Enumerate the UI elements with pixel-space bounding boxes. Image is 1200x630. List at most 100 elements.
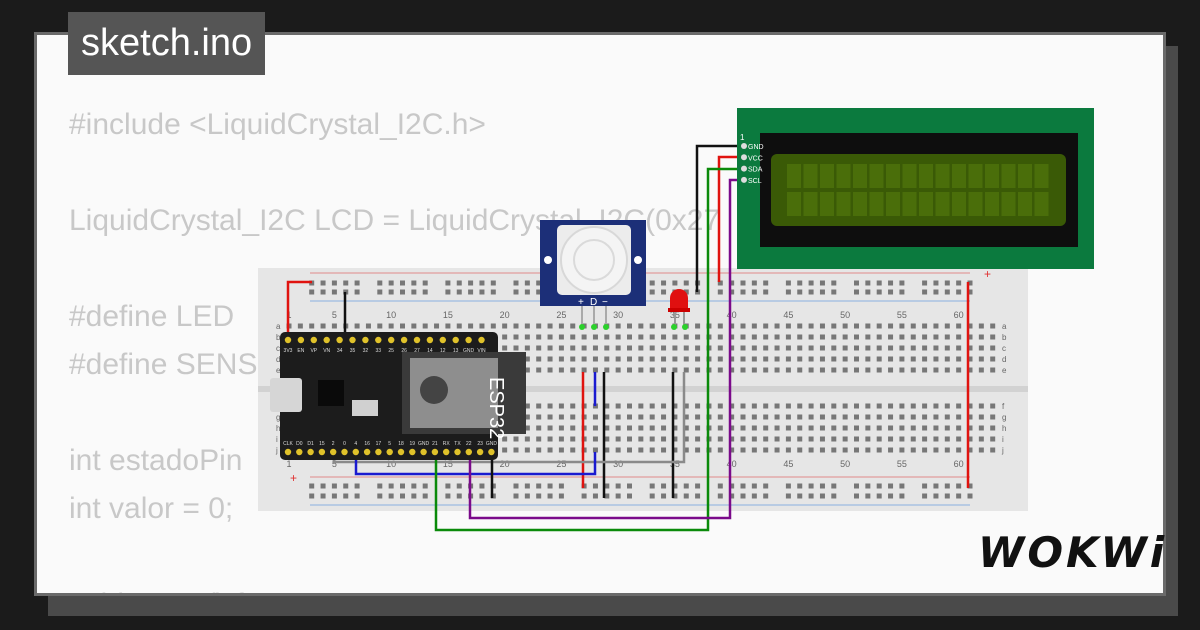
breadboard-hole[interactable] (627, 447, 632, 453)
breadboard-hole[interactable] (695, 403, 701, 409)
breadboard-hole[interactable] (297, 323, 303, 329)
breadboard-hole[interactable] (899, 403, 905, 409)
breadboard-hole[interactable] (592, 425, 598, 431)
breadboard-hole[interactable] (888, 436, 894, 442)
rail-hole[interactable] (831, 483, 837, 489)
breadboard-hole[interactable] (604, 414, 610, 420)
breadboard-hole[interactable] (740, 367, 746, 373)
breadboard-hole[interactable] (842, 414, 848, 420)
rail-hole[interactable] (695, 493, 701, 499)
rail-hole[interactable] (490, 289, 496, 295)
esp32-pin[interactable] (307, 448, 314, 456)
esp32-pin[interactable] (362, 336, 369, 344)
rail-hole[interactable] (592, 483, 598, 489)
breadboard-hole[interactable] (638, 436, 644, 442)
rail-hole[interactable] (740, 493, 746, 499)
breadboard-hole[interactable] (785, 356, 791, 362)
breadboard-hole[interactable] (854, 403, 859, 409)
breadboard-hole[interactable] (899, 323, 905, 329)
breadboard-hole[interactable] (990, 436, 996, 442)
breadboard-hole[interactable] (967, 403, 973, 409)
breadboard-hole[interactable] (661, 425, 667, 431)
breadboard-hole[interactable] (842, 323, 848, 329)
breadboard-hole[interactable] (990, 323, 996, 329)
breadboard-hole[interactable] (910, 414, 916, 420)
breadboard-hole[interactable] (661, 436, 667, 442)
breadboard-hole[interactable] (558, 403, 564, 409)
breadboard-hole[interactable] (865, 334, 871, 340)
breadboard-hole[interactable] (876, 367, 882, 373)
rail-hole[interactable] (479, 280, 485, 286)
rail-hole[interactable] (513, 289, 519, 295)
breadboard-hole[interactable] (842, 356, 848, 362)
rail-hole[interactable] (615, 493, 621, 499)
breadboard-hole[interactable] (774, 356, 780, 362)
breadboard-hole[interactable] (774, 447, 780, 453)
rail-hole[interactable] (661, 280, 667, 286)
breadboard-hole[interactable] (785, 414, 791, 420)
breadboard-hole[interactable] (649, 334, 655, 340)
breadboard-hole[interactable] (831, 447, 837, 453)
breadboard-hole[interactable] (558, 323, 564, 329)
rail-hole[interactable] (649, 289, 655, 295)
esp32-pin[interactable] (478, 336, 485, 344)
breadboard-hole[interactable] (990, 447, 996, 453)
breadboard-hole[interactable] (524, 334, 530, 340)
breadboard-hole[interactable] (695, 425, 701, 431)
breadboard-hole[interactable] (683, 425, 689, 431)
breadboard-hole[interactable] (627, 425, 632, 431)
rail-hole[interactable] (524, 289, 530, 295)
breadboard-hole[interactable] (865, 425, 871, 431)
rail-hole[interactable] (320, 289, 326, 295)
breadboard-hole[interactable] (661, 367, 667, 373)
breadboard-hole[interactable] (683, 356, 689, 362)
breadboard-hole[interactable] (808, 414, 814, 420)
breadboard-hole[interactable] (524, 323, 530, 329)
breadboard-hole[interactable] (536, 414, 542, 420)
breadboard-hole[interactable] (615, 447, 621, 453)
breadboard-hole[interactable] (649, 323, 655, 329)
esp32-pin[interactable] (363, 448, 371, 456)
red-led[interactable] (668, 289, 690, 330)
rail-hole[interactable] (956, 280, 962, 286)
breadboard-hole[interactable] (990, 334, 996, 340)
rail-hole[interactable] (524, 280, 530, 286)
breadboard-hole[interactable] (524, 436, 530, 442)
breadboard-hole[interactable] (944, 425, 950, 431)
rail-hole[interactable] (785, 289, 791, 295)
breadboard-hole[interactable] (774, 334, 780, 340)
breadboard-hole[interactable] (456, 323, 462, 329)
wire-red-3v3[interactable] (286, 280, 312, 340)
breadboard-hole[interactable] (785, 345, 791, 351)
rail-hole[interactable] (729, 289, 735, 295)
breadboard-hole[interactable] (740, 447, 746, 453)
rail-hole[interactable] (331, 493, 337, 499)
breadboard-hole[interactable] (797, 367, 803, 373)
breadboard-hole[interactable] (797, 425, 803, 431)
breadboard-hole[interactable] (785, 323, 791, 329)
breadboard-hole[interactable] (683, 345, 689, 351)
breadboard-hole[interactable] (627, 345, 632, 351)
rail-hole[interactable] (967, 493, 973, 499)
breadboard-hole[interactable] (978, 436, 984, 442)
rail-hole[interactable] (513, 493, 519, 499)
breadboard-hole[interactable] (888, 414, 894, 420)
rail-hole[interactable] (876, 280, 882, 286)
breadboard-hole[interactable] (751, 334, 757, 340)
lcd-pin[interactable] (741, 165, 747, 172)
breadboard-hole[interactable] (933, 345, 939, 351)
rail-hole[interactable] (343, 483, 349, 489)
breadboard-hole[interactable] (819, 414, 825, 420)
esp32-pin[interactable] (420, 448, 427, 456)
breadboard-hole[interactable] (661, 356, 667, 362)
breadboard-hole[interactable] (888, 323, 894, 329)
breadboard-hole[interactable] (933, 425, 939, 431)
breadboard-hole[interactable] (536, 403, 542, 409)
rail-hole[interactable] (558, 483, 564, 489)
esp32-pin[interactable] (443, 448, 450, 456)
breadboard-hole[interactable] (854, 425, 859, 431)
breadboard-hole[interactable] (649, 414, 655, 420)
rail-hole[interactable] (445, 280, 451, 286)
breadboard-hole[interactable] (729, 345, 735, 351)
breadboard-hole[interactable] (876, 345, 882, 351)
